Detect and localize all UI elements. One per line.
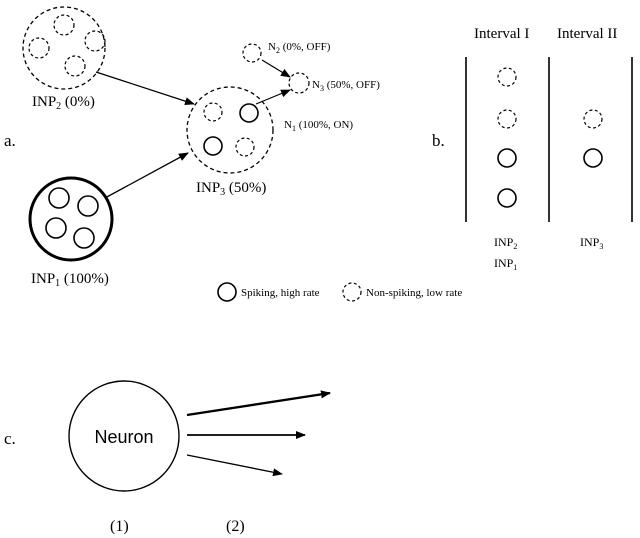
arrow-n2-to-n3 xyxy=(261,59,291,78)
interval2-spiking xyxy=(583,148,603,168)
inp2-neuron xyxy=(28,37,50,59)
interval2-nonspiking xyxy=(583,109,603,129)
arrow-inp1-to-inp3 xyxy=(104,152,189,199)
inp2-label: INP2 (0%) xyxy=(32,94,95,112)
inp1-label: INP1 (100%) xyxy=(31,271,109,289)
legend-nonspiking-label: Non-spiking, low rate xyxy=(366,287,462,299)
legend: Spiking, high rate Non-spiking, low rate xyxy=(217,282,462,302)
inp1-neuron xyxy=(45,217,67,239)
inp1-neuron xyxy=(48,187,70,209)
interval2-label-inp3: INP3 xyxy=(580,235,603,251)
interval1-spiking xyxy=(497,188,517,208)
panel-b-label: b. xyxy=(432,131,445,150)
output-arrow-high xyxy=(186,390,331,417)
interval1-nonspiking xyxy=(497,109,517,129)
arrow-inp2-to-inp3 xyxy=(95,71,195,106)
n3-neuron xyxy=(288,72,310,94)
inp2-neuron xyxy=(64,55,86,77)
interval1-label-inp1: INP1 xyxy=(494,256,517,272)
interval-1-title: Interval I xyxy=(474,26,529,42)
inp2-neuron xyxy=(84,30,106,52)
inp2-population xyxy=(22,6,106,90)
inp1-neuron xyxy=(77,195,99,217)
legend-spiking-symbol xyxy=(217,282,237,302)
inp2-neuron xyxy=(53,14,75,36)
n1-label: N1 (100%, ON) xyxy=(284,119,353,133)
inp1-neuron xyxy=(73,227,95,249)
step-2-label: (2) xyxy=(226,518,245,535)
neuron-circle xyxy=(68,380,180,492)
interval-2-title: Interval II xyxy=(557,26,617,42)
inp3-label: INP3 (50%) xyxy=(196,180,266,198)
inp3-neuron-spiking xyxy=(203,136,223,156)
interval1-label-inp2: INP2 xyxy=(494,235,517,251)
inp3-neuron-nonspiking xyxy=(203,102,223,122)
legend-spiking-label: Spiking, high rate xyxy=(241,287,320,299)
n2-label: N2 (0%, OFF) xyxy=(268,41,331,55)
neuron-label: Neuron xyxy=(94,427,153,447)
legend-nonspiking-symbol xyxy=(342,282,362,302)
interval1-spiking xyxy=(497,148,517,168)
n2-neuron xyxy=(242,43,262,63)
inp1-population xyxy=(28,176,114,262)
inp3-population xyxy=(186,86,274,174)
n3-label: N3 (50%, OFF) xyxy=(312,79,380,93)
panel-c-label: c. xyxy=(4,429,16,448)
step-1-label: (1) xyxy=(110,518,129,535)
panel-a-label: a. xyxy=(4,131,16,150)
inp3-neuron-spiking xyxy=(239,103,259,123)
inp3-neuron-nonspiking xyxy=(235,137,255,157)
interval1-nonspiking xyxy=(497,67,517,87)
arrow-n1-to-n3 xyxy=(255,89,291,105)
output-arrow-low xyxy=(186,454,283,477)
